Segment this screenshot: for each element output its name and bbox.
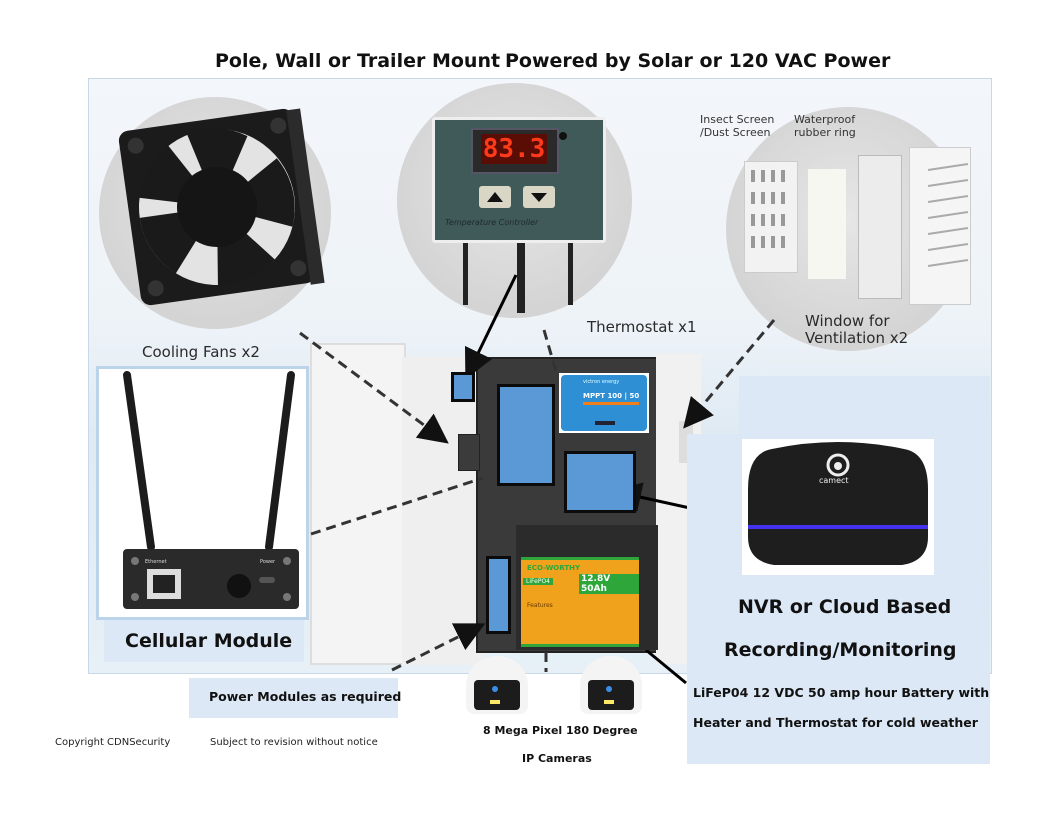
battery-label: ECO-WORTHY LiFePO4 12.8V 50Ah Features (521, 557, 639, 647)
cooling-fans-caption: Cooling Fans x2 (142, 343, 260, 361)
screen-slots (751, 170, 785, 248)
thermostat-module-slot[interactable] (451, 372, 475, 402)
nvr-label-line2: Recording/Monitoring (724, 639, 957, 661)
cameras-label-line2: IP Cameras (522, 752, 592, 765)
nvr-brand: camect (819, 476, 849, 485)
nvr-module-slot[interactable] (564, 451, 636, 513)
thermostat-leader (464, 274, 518, 380)
fan-mount (458, 434, 480, 471)
fan-leader (299, 331, 449, 444)
ventilation-caption: Window for Ventilation x2 (805, 313, 908, 347)
louver-slats (927, 163, 969, 267)
thermostat-body: 83.3 Temperature Controller (432, 117, 606, 243)
battery-image: ECO-WORTHY LiFePO4 12.8V 50Ah Features (516, 525, 658, 650)
cellular-label-panel: Cellular Module (104, 620, 304, 662)
nvr-image: camect (742, 439, 934, 575)
camera-lens-housing (588, 680, 634, 710)
camera-lens-housing (474, 680, 520, 710)
battery-note-line2: Heater and Thermostat for cold weather (693, 715, 978, 730)
battery-brand: ECO-WORTHY (527, 564, 581, 572)
battery-chemistry: LiFePO4 (523, 578, 553, 585)
nvr-label-line1: NVR or Cloud Based (738, 596, 952, 618)
battery-note-line1: LiFeP04 12 VDC 50 amp hour Battery with (693, 685, 990, 700)
fan-icon (118, 108, 325, 306)
thermostat-caption: Thermostat x1 (587, 318, 697, 336)
camect-box-icon (748, 442, 928, 565)
controller-brand: victron energy (583, 379, 620, 385)
camera-lens (606, 686, 612, 692)
ethernet-label: Ethernet (145, 559, 167, 565)
controller-body: victron energy MPPT 100 | 50 (561, 375, 647, 431)
probe-wire (463, 243, 468, 305)
rubber-ring-label: Waterproof rubber ring (794, 113, 856, 139)
rubber-ring-line1: Waterproof (794, 113, 856, 126)
router-icon (123, 371, 299, 609)
power-module-leader (391, 623, 486, 672)
thermostat-dashed-leader (542, 329, 559, 376)
thermostat-brand: Temperature Controller (445, 218, 539, 227)
controller-terminals (595, 421, 615, 425)
controller-stripe (583, 402, 639, 405)
indicator-led (559, 132, 567, 140)
thermostat-display: 83.3 (471, 128, 559, 174)
ventilation-line1: Window for (805, 312, 890, 330)
battery-rating: 12.8V 50Ah (579, 574, 639, 594)
ventilation-line2: Ventilation x2 (805, 329, 909, 347)
controller-model: MPPT 100 | 50 (583, 392, 640, 400)
down-button[interactable] (523, 186, 555, 208)
rubber-ring (808, 169, 846, 279)
insect-screen (744, 161, 798, 273)
insect-screen-line1: Insect Screen (700, 113, 775, 126)
revision-note: Subject to revision without notice (210, 737, 378, 748)
power-module-slot-1[interactable] (497, 384, 555, 486)
camera-light (490, 700, 500, 704)
triangle-up-icon (487, 192, 503, 202)
rubber-ring-line2: rubber ring (794, 126, 856, 139)
battery-features: Features (527, 602, 553, 609)
vent-leader (683, 319, 776, 429)
cooling-fan-image (99, 97, 331, 329)
cellular-leader (310, 476, 484, 536)
solar-charge-controller: victron energy MPPT 100 | 50 (559, 373, 649, 433)
enclosure-left-wall (402, 357, 484, 665)
louver-vent (909, 147, 971, 305)
power-module-slot-2[interactable] (486, 556, 511, 634)
battery-leader (645, 648, 687, 685)
window-frame (858, 155, 902, 299)
power-port-label: Power (260, 559, 276, 565)
title-mount: Pole, Wall or Trailer Mount (215, 50, 501, 72)
triangle-down-icon (531, 193, 547, 202)
insect-screen-label: Insect Screen /Dust Screen (700, 113, 774, 139)
ip-camera-2 (580, 656, 642, 714)
probe-wire (517, 243, 525, 313)
up-button[interactable] (479, 186, 511, 208)
ventilation-window-image (726, 107, 971, 351)
cameras-label-line1: 8 Mega Pixel 180 Degree (483, 724, 638, 737)
copyright-note: Copyright CDNSecurity (55, 737, 171, 748)
nvr-panel-top (739, 376, 990, 436)
cellular-module-image: Ethernet Power (96, 366, 309, 620)
power-modules-label: Power Modules as required (209, 689, 402, 704)
insect-screen-line2: /Dust Screen (700, 126, 771, 139)
power-modules-panel: Power Modules as required (189, 678, 402, 718)
temperature-reading: 83.3 (481, 134, 547, 164)
enclosure-door (310, 343, 406, 665)
camera-lens (492, 686, 498, 692)
ip-camera-1 (466, 656, 528, 714)
cellular-module-label: Cellular Module (125, 630, 293, 652)
title-power: Powered by Solar or 120 VAC Power (505, 50, 891, 72)
camera-light (604, 700, 614, 704)
probe-wire (568, 243, 573, 305)
